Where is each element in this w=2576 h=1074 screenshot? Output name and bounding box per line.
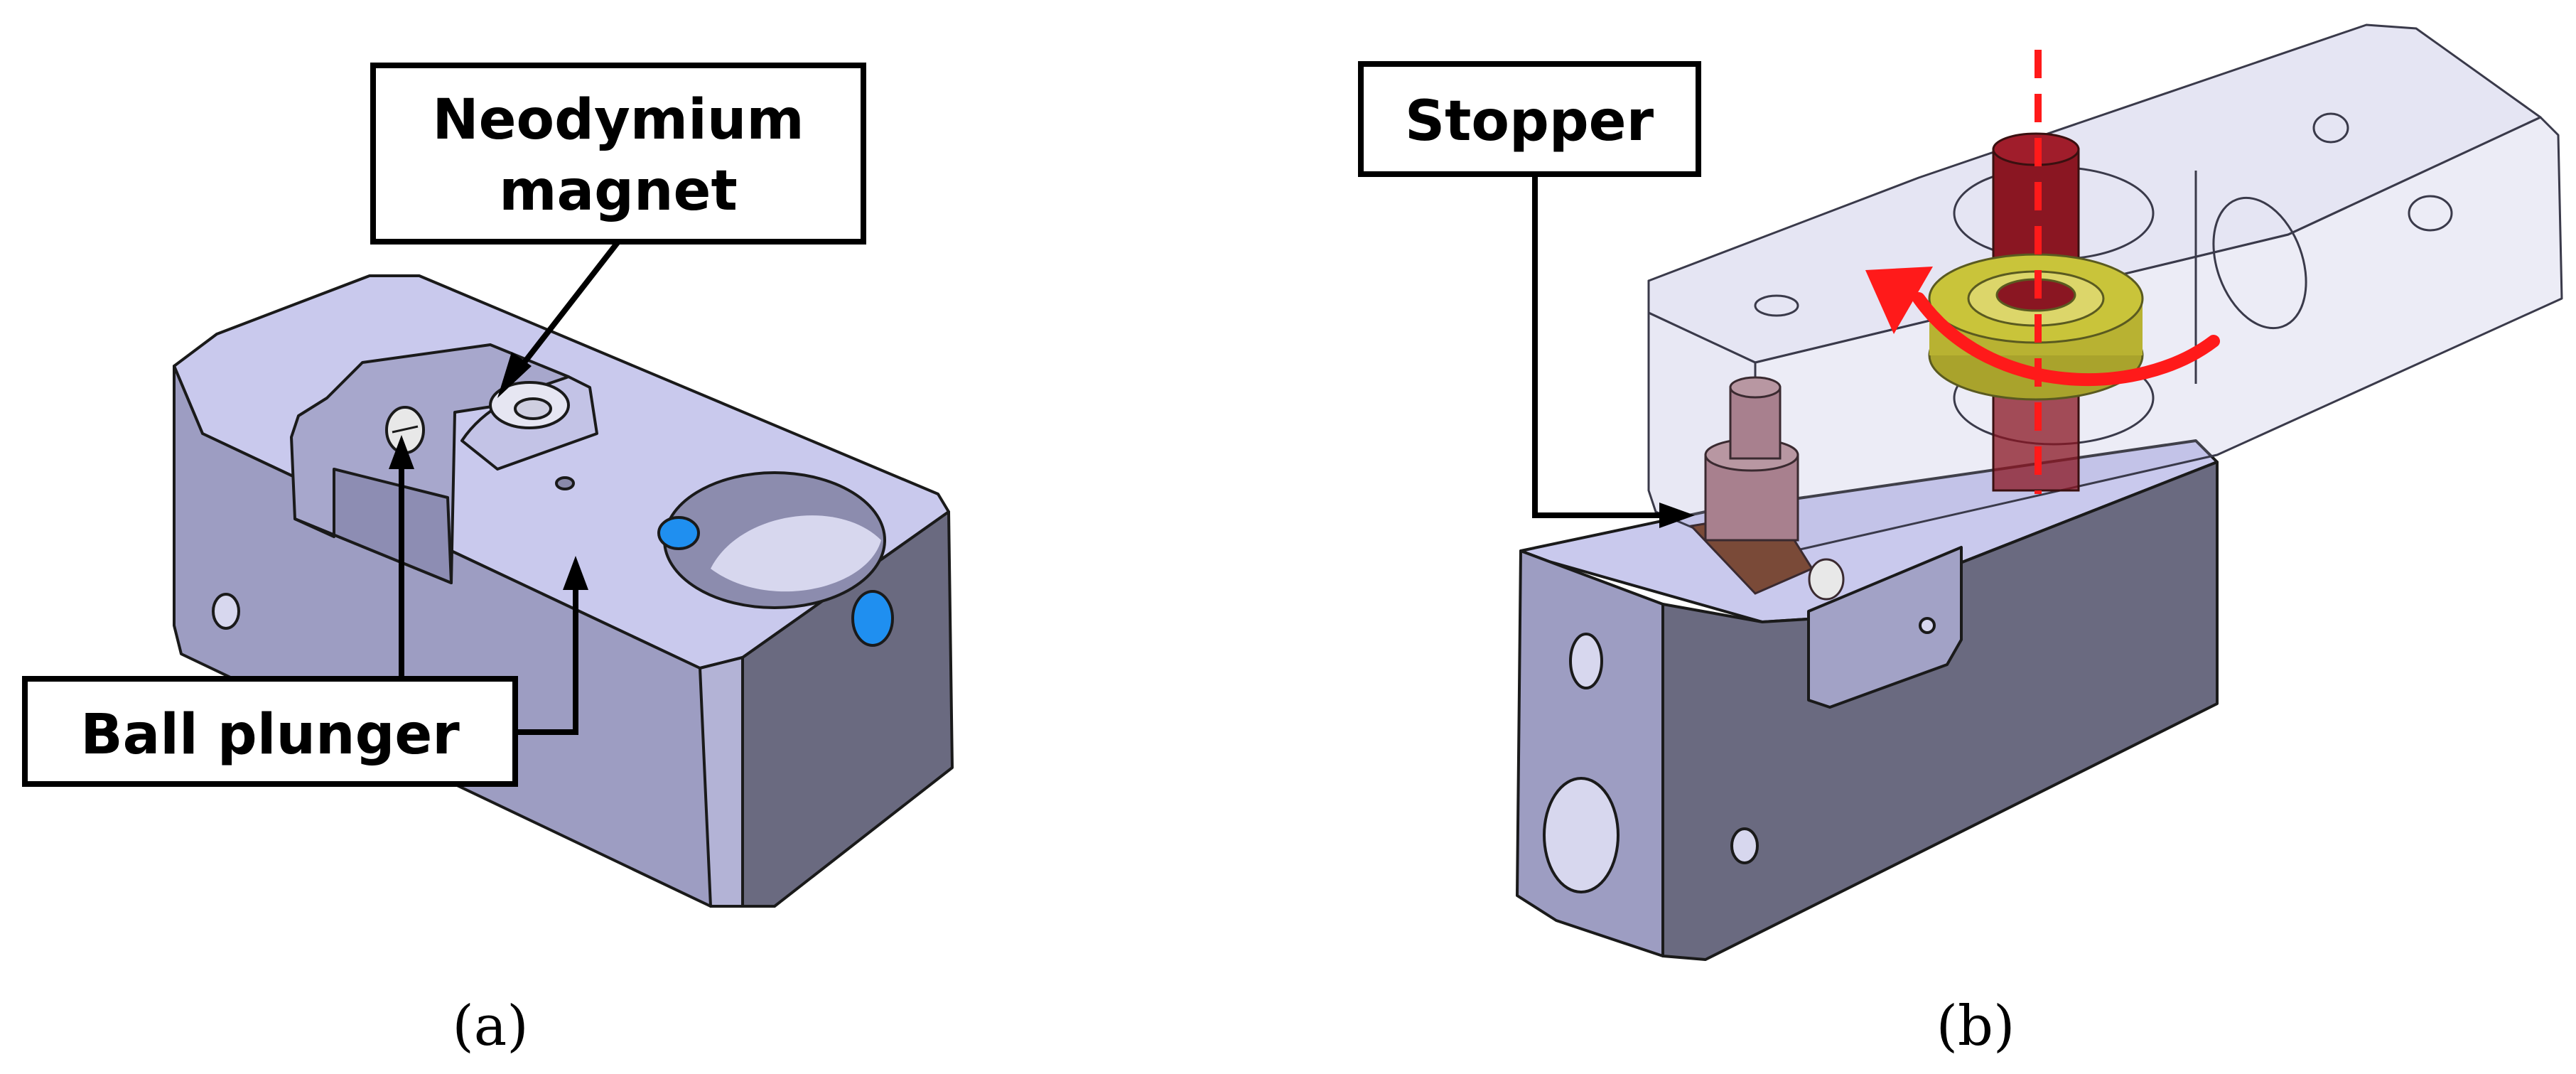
caption-b: (b)	[1936, 994, 2015, 1058]
callout-stopper-text: Stopper	[1405, 90, 1654, 154]
callout-magnet-line2: magnet	[499, 159, 737, 223]
callout-magnet-line1: Neodymium	[432, 88, 804, 152]
block-side-hole-2	[2312, 112, 2349, 144]
panel-b-stopper	[1688, 376, 1845, 601]
caption-a: (a)	[452, 994, 528, 1058]
callout-plunger-leader-2	[515, 576, 578, 735]
rotation-arrow-curve	[1912, 292, 2220, 387]
part-b-hole-small	[1730, 827, 1759, 864]
part-a-bore-blue	[657, 516, 700, 550]
part-b-hole-side	[1919, 617, 1936, 634]
callout-stopper-arrowhead	[1659, 503, 1695, 528]
part-b-hole-top	[1569, 633, 1603, 689]
callout-stopper-leader	[1532, 174, 1663, 518]
stopper-plunger-screw	[1808, 558, 1845, 601]
part-a-top-hole	[555, 476, 575, 490]
part-a-slot-floor	[293, 468, 453, 584]
part-b-hole-large	[1543, 777, 1620, 893]
plunger-screw-slot	[392, 425, 419, 434]
callout-plunger-arrowhead-1	[389, 435, 414, 469]
block-side-bore	[2212, 196, 2307, 330]
part-b-side-face	[1661, 461, 2219, 961]
part-a-side-hole-right	[851, 590, 894, 647]
callout-stopper: Stopper	[1358, 61, 1701, 528]
part-b-slot	[1807, 546, 1963, 709]
callout-plunger-text: Ball plunger	[80, 703, 460, 767]
block-stopper-hole	[1754, 294, 1799, 317]
part-a-bore-shade	[711, 515, 881, 592]
callout-neodymium-magnet: Neodymium magnet	[370, 63, 866, 398]
part-a-side-hole-left	[212, 593, 240, 630]
rotation-arrow-head	[1865, 267, 1933, 334]
callout-ball-plunger: Ball plunger	[22, 435, 588, 787]
callout-plunger-box	[22, 676, 518, 787]
callout-magnet-arrowhead	[497, 352, 532, 398]
callout-plunger-arrowhead-2	[563, 556, 588, 590]
callout-magnet-leader	[516, 240, 621, 372]
rotation-arrow	[1865, 267, 2220, 387]
callout-stopper-box	[1358, 61, 1701, 177]
part-a-chamfer	[699, 656, 744, 908]
part-b-front-face	[1516, 549, 1664, 957]
callout-magnet-box	[370, 63, 866, 245]
magnet-core	[514, 397, 552, 420]
stopper-pin	[1729, 386, 1782, 460]
panel-a-part	[173, 274, 954, 908]
block-side-hole	[2408, 195, 2453, 232]
stopper-pin-top	[1729, 376, 1782, 399]
